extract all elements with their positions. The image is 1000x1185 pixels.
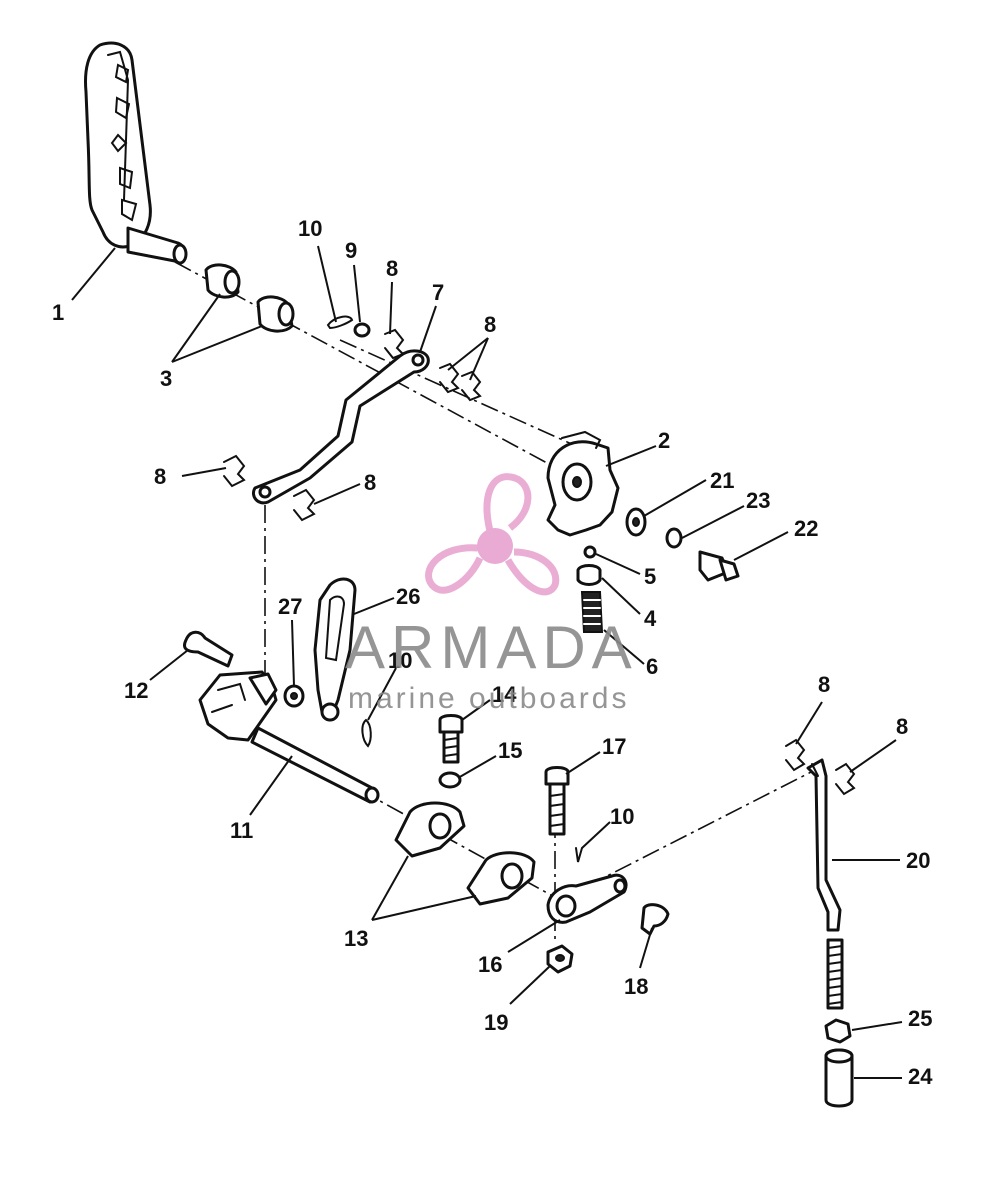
watermark-tagline: marine outboards — [348, 682, 629, 715]
callout-22: 22 — [794, 516, 818, 541]
part-17-screw — [544, 766, 570, 836]
callout-21: 21 — [710, 468, 734, 493]
callout-1: 1 — [52, 300, 64, 325]
callout-19: 19 — [484, 1010, 508, 1035]
part-27-washer — [283, 684, 305, 708]
part-11-shift-shaft — [198, 670, 380, 804]
propeller-logo-icon — [425, 473, 560, 596]
callout-15: 15 — [498, 738, 522, 763]
callout-4: 4 — [644, 606, 657, 631]
part-7-link-rod — [252, 349, 430, 505]
watermark-brand: ARMADA — [345, 614, 638, 681]
callout-20: 20 — [906, 848, 930, 873]
part-26-shift-lever — [313, 577, 357, 722]
callout-24: 24 — [908, 1064, 933, 1089]
callout-18: 18 — [624, 974, 648, 999]
callout-8: 8 — [818, 672, 830, 697]
callout-7: 7 — [432, 280, 444, 305]
callout-8: 8 — [896, 714, 908, 739]
callout-13: 13 — [344, 926, 368, 951]
callout-3: 3 — [160, 366, 172, 391]
part-8-clips-left — [223, 454, 316, 522]
part-10-cotter-pin-lower — [575, 847, 583, 863]
callout-8: 8 — [386, 256, 398, 281]
callout-8: 8 — [364, 470, 376, 495]
top-small-hardware — [326, 315, 482, 402]
part-3-bushings — [204, 263, 295, 333]
callout-27: 27 — [278, 594, 302, 619]
callout-6: 6 — [646, 654, 658, 679]
callout-17: 17 — [602, 734, 626, 759]
callout-26: 26 — [396, 584, 420, 609]
part-24-coupler — [824, 1048, 854, 1108]
part-2-shift-cam — [546, 430, 620, 537]
part-20-shift-rod — [806, 758, 842, 932]
callout-8: 8 — [484, 312, 496, 337]
detent-parts — [576, 545, 604, 633]
part-1-shift-handle — [84, 41, 188, 265]
part-14-screw — [438, 714, 464, 764]
callout-2: 2 — [658, 428, 670, 453]
part-13-clamps — [394, 801, 536, 906]
part-18-pin — [640, 903, 670, 936]
part-8-clips-right — [785, 738, 856, 796]
callout-8: 8 — [154, 464, 166, 489]
part-16-lever — [546, 873, 628, 924]
callout-labels: 1 3 10 9 8 7 8 2 21 23 22 8 8 5 4 6 26 2… — [52, 216, 933, 1089]
callout-10: 10 — [610, 804, 634, 829]
center-lines — [174, 261, 816, 940]
threaded-rod — [826, 938, 844, 1010]
callout-5: 5 — [644, 564, 656, 589]
callout-10: 10 — [388, 648, 412, 673]
leader-lines — [71, 245, 903, 1079]
callout-16: 16 — [478, 952, 502, 977]
part-25-nut — [824, 1018, 852, 1044]
part-12-bolt — [183, 630, 234, 668]
callout-9: 9 — [345, 238, 357, 263]
cam-fasteners — [625, 507, 740, 582]
callout-11: 11 — [230, 818, 253, 843]
callout-25: 25 — [908, 1006, 932, 1031]
armada-watermark: ARMADA marine outboards — [345, 473, 638, 715]
part-10-cotter-pin — [361, 718, 372, 748]
callout-10: 10 — [298, 216, 322, 241]
callout-14: 14 — [492, 682, 517, 707]
part-19-nut — [546, 944, 574, 974]
callout-12: 12 — [124, 678, 148, 703]
callout-23: 23 — [746, 488, 770, 513]
part-15-washer — [438, 771, 462, 789]
